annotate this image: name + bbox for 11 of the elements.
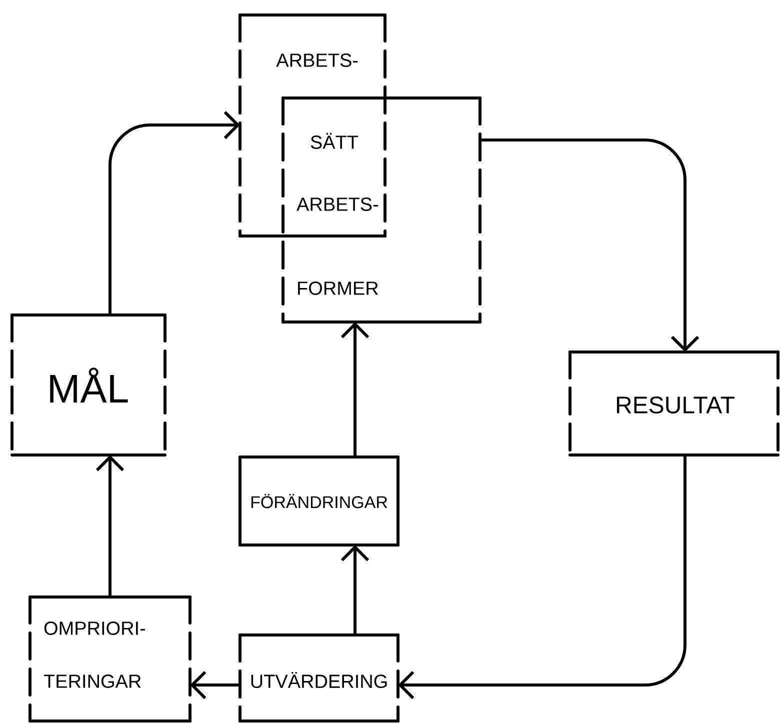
- process-box: FÖRÄNDRINGAR: [238, 456, 400, 546]
- arrow: [96, 455, 124, 598]
- process-box: UTVÄRDERING: [238, 634, 400, 722]
- arrow: [398, 454, 686, 700]
- arrow: [340, 322, 370, 458]
- process-box: MÅL: [10, 314, 166, 456]
- arrow: [478, 138, 700, 352]
- arrow: [108, 110, 240, 316]
- process-box: RESULTAT: [568, 350, 780, 456]
- process-box: OMPRIORI- TERINGAR: [28, 596, 192, 722]
- arrow: [340, 545, 370, 636]
